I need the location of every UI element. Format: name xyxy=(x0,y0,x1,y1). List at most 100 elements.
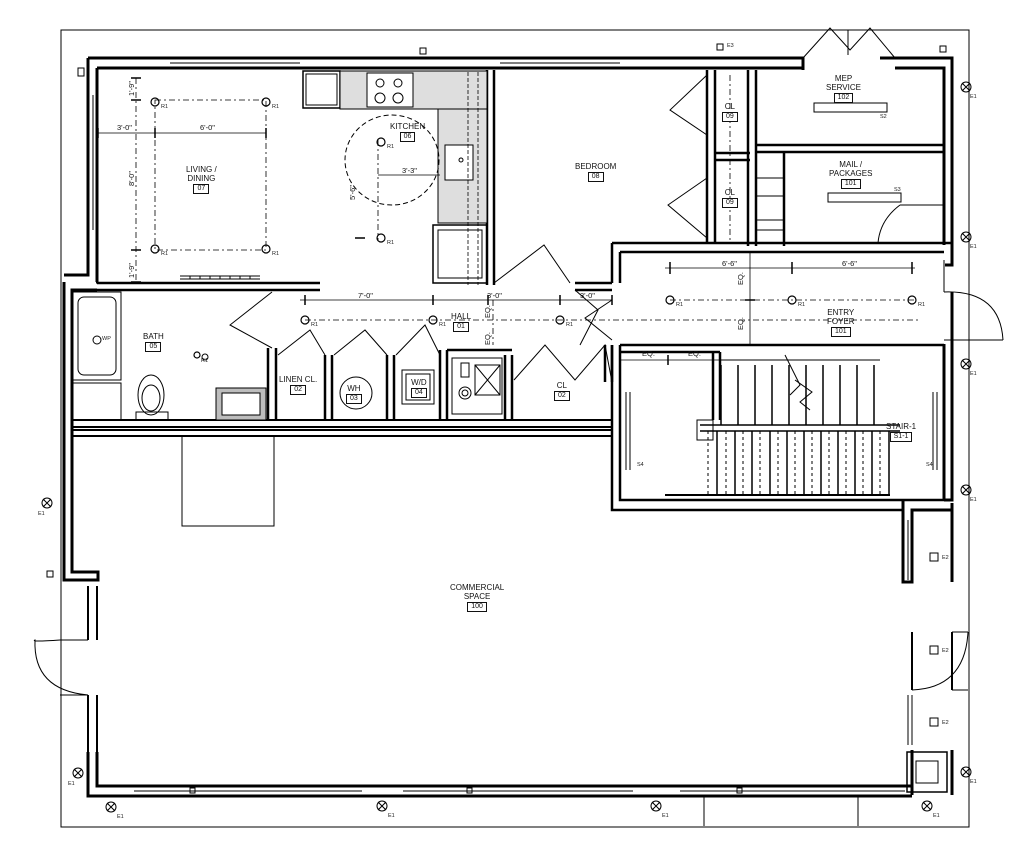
dimension-text: EQ. xyxy=(736,272,745,285)
room-label-closet-lower: CL 02 xyxy=(554,381,570,401)
room-name: CL xyxy=(556,381,568,390)
room-label-closet-upper: CL 09 xyxy=(722,102,738,122)
room-name: WH xyxy=(347,384,361,393)
room-label-wh: WH 03 xyxy=(346,384,362,404)
fixture-tag: R1 xyxy=(272,104,280,110)
room-number: 03 xyxy=(346,394,362,404)
room-name: STAIR-1 xyxy=(886,422,917,431)
room-name: HALL xyxy=(451,312,472,321)
fixture-tag: E1 xyxy=(117,814,124,820)
living-bench xyxy=(180,275,260,280)
room-name: BATH xyxy=(143,332,164,341)
fixture-tag: E1 xyxy=(970,371,977,377)
stair xyxy=(665,359,900,496)
kitchen-counters xyxy=(302,70,488,285)
fixture-tag: R1 xyxy=(918,302,926,308)
utility-fixtures xyxy=(339,357,503,415)
fixture-tag: R1 xyxy=(387,144,395,150)
dimension-text: 6'-6" xyxy=(842,259,857,268)
dimension-text: EQ. xyxy=(483,332,492,345)
room-label-commercial: COMMERCIAL SPACE 100 xyxy=(450,583,504,612)
fixture-tag: WP xyxy=(102,336,111,342)
dimension-text: EQ. xyxy=(483,305,492,318)
room-number: 101 xyxy=(830,327,851,337)
dimension-text: 6'-0" xyxy=(200,123,215,132)
room-label-entry: ENTRY FOYER 101 xyxy=(827,308,855,337)
fixture-tag: E1 xyxy=(970,497,977,503)
fixture-tag: R1 xyxy=(676,302,684,308)
light-fixtures xyxy=(150,97,917,359)
structural-block xyxy=(181,435,275,527)
fixture-tag: E2 xyxy=(942,648,949,654)
dimension-text: 1'-9" xyxy=(127,263,136,278)
fixture-tag: E1 xyxy=(38,511,45,517)
dimension-text: EQ. xyxy=(642,349,655,358)
room-label-bath: BATH 05 xyxy=(143,332,164,352)
room-name: ENTRY FOYER xyxy=(827,308,855,326)
room-label-bedroom: BEDROOM 08 xyxy=(575,162,616,182)
fixture-tag: R1 xyxy=(439,322,447,328)
room-label-linen: LINEN CL. 02 xyxy=(279,375,317,395)
room-number: 06 xyxy=(399,132,416,142)
room-name: CL xyxy=(724,102,736,111)
dimension-text: 5'-6" xyxy=(348,185,357,200)
room-number: 100 xyxy=(467,602,487,612)
dimension-text: 3'-0" xyxy=(580,291,595,300)
room-number: 01 xyxy=(453,322,469,332)
fixture-tag: R1 xyxy=(272,251,280,257)
room-name: W/D xyxy=(411,378,427,387)
fixture-tag: R1 xyxy=(161,104,169,110)
room-number: 08 xyxy=(587,172,604,182)
dimension-lines xyxy=(97,75,920,365)
fixture-tag: S4 xyxy=(926,462,933,468)
fixture-tag: R1 xyxy=(387,240,395,246)
room-name: CL xyxy=(724,188,736,197)
fixture-tag: R1 xyxy=(798,302,806,308)
dimension-text: 3'-0" xyxy=(487,291,502,300)
room-label-mep: MEP SERVICE 102 xyxy=(826,74,861,103)
fixture-tag: R1 xyxy=(201,358,209,364)
room-name: LIVING / DINING xyxy=(186,165,217,183)
fixture-tag: E1 xyxy=(970,244,977,250)
exterior-walls xyxy=(62,56,954,798)
fixture-tag: S4 xyxy=(637,462,644,468)
dimension-text: 3'-0" xyxy=(117,123,132,132)
room-name: BEDROOM xyxy=(575,162,617,171)
exterior-lights xyxy=(41,43,972,813)
interior-walls xyxy=(72,70,952,512)
room-number: 02 xyxy=(290,385,307,395)
room-number: 05 xyxy=(145,342,162,352)
fixture-tag: E1 xyxy=(68,781,75,787)
fixture-tag: R1 xyxy=(566,322,574,328)
dimension-text: 3'-3" xyxy=(402,166,417,175)
room-number: 101 xyxy=(840,179,861,189)
room-label-mail: MAIL / PACKAGES 101 xyxy=(829,160,872,189)
dimension-text: 1'-9" xyxy=(127,81,136,96)
fixture-tag: E1 xyxy=(388,813,395,819)
dimension-text: 6'-6" xyxy=(722,259,737,268)
fixture-tag: E2 xyxy=(942,555,949,561)
room-name: COMMERCIAL SPACE xyxy=(450,583,505,601)
dimension-text: EQ. xyxy=(688,349,701,358)
room-number: S1-1 xyxy=(889,432,913,442)
dimension-text: 8'-0" xyxy=(127,171,136,186)
dimension-text: EQ. xyxy=(736,317,745,330)
room-number: 102 xyxy=(833,93,854,103)
room-name: KITCHEN xyxy=(390,122,426,131)
shelves xyxy=(757,102,902,231)
room-label-wd: W/D 04 xyxy=(411,378,427,398)
fixture-tag: S3 xyxy=(894,187,901,193)
room-label-living: LIVING / DINING 07 xyxy=(186,165,217,194)
fixture-tag: E1 xyxy=(970,94,977,100)
fixture-tag: E1 xyxy=(970,779,977,785)
room-name: MEP SERVICE xyxy=(826,74,861,92)
dimension-text: 7'-0" xyxy=(358,291,373,300)
fixture-tag: S2 xyxy=(880,114,887,120)
room-label-closet-mid: CL 09 xyxy=(722,188,738,208)
room-name: LINEN CL. xyxy=(279,375,318,384)
room-number: 02 xyxy=(554,391,570,401)
room-number: 07 xyxy=(193,184,210,194)
room-number: 09 xyxy=(722,112,738,122)
room-label-hall: HALL 01 xyxy=(451,312,471,332)
